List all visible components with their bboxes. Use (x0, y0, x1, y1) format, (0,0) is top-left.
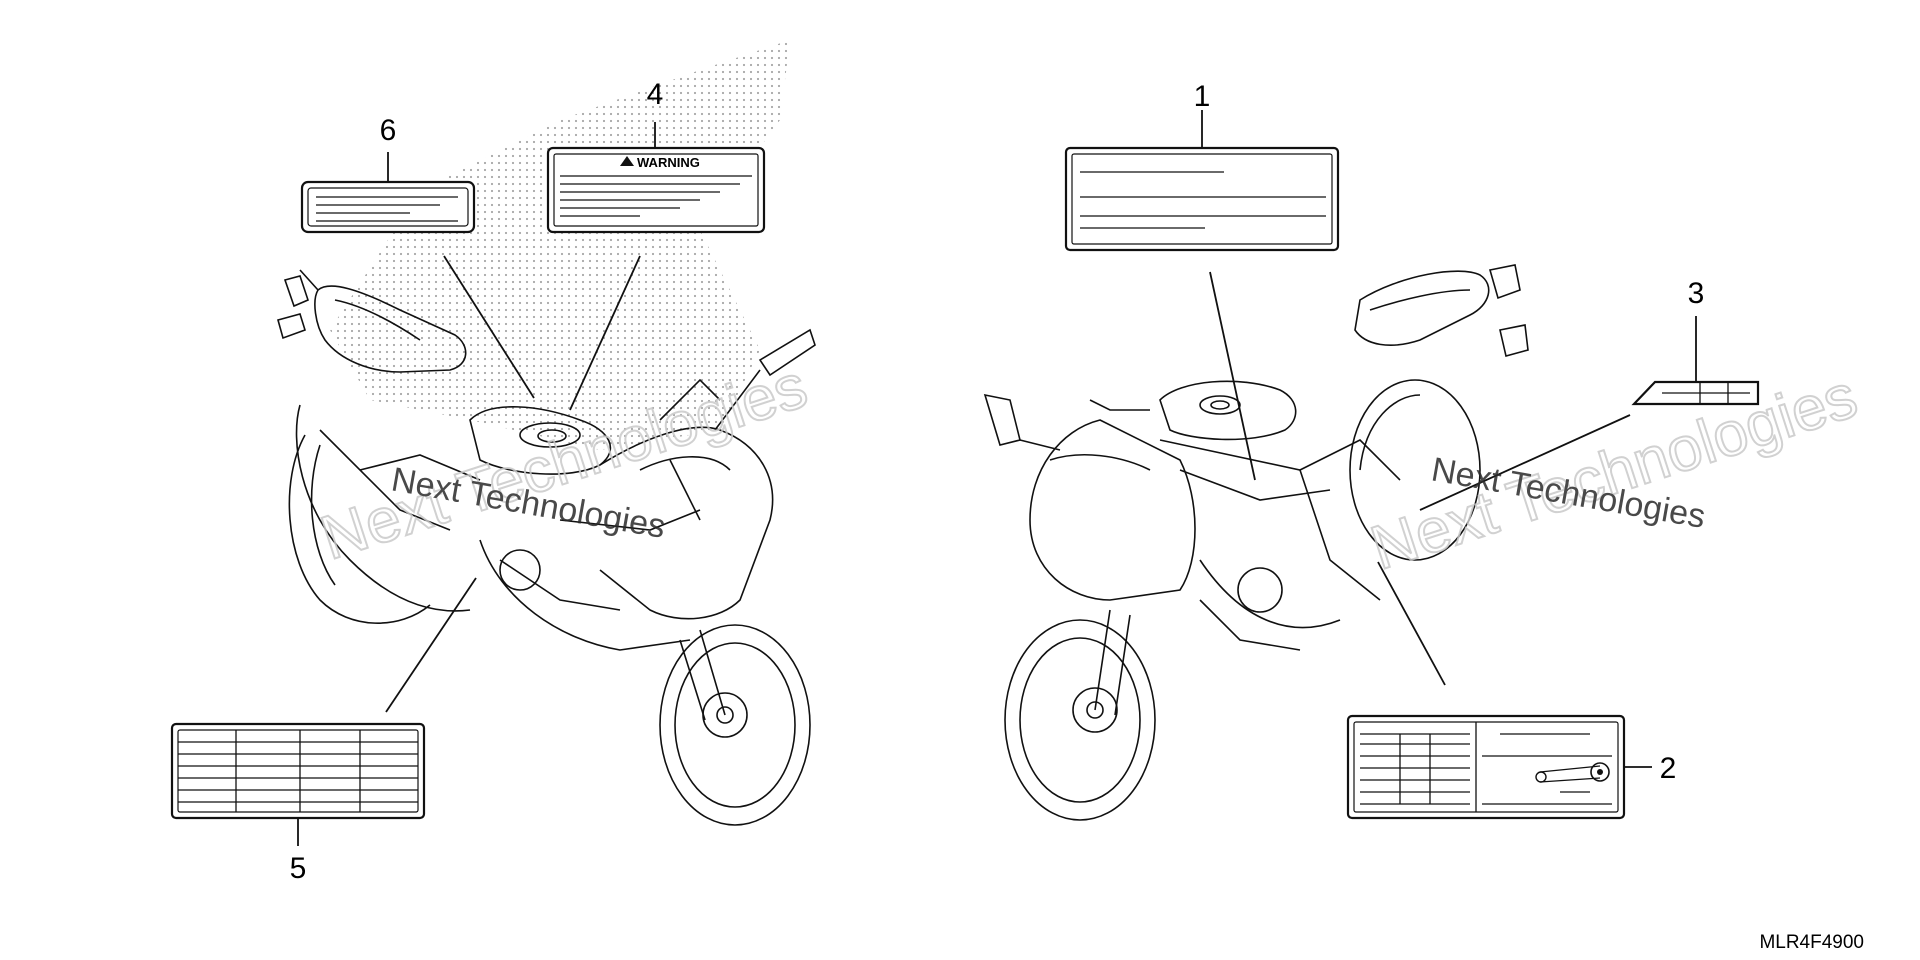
callout-5: 5 (290, 852, 307, 885)
warning-triangle-icon (620, 156, 634, 166)
label-6-caution-label[interactable] (300, 180, 476, 234)
callout-3: 3 (1688, 277, 1705, 310)
halftone-shading (330, 40, 790, 450)
chain-sprocket-icon (1535, 762, 1610, 793)
watermark-right: Next Technologies Next Technologies (1362, 360, 1866, 584)
label-2-tire-chain-label[interactable] (1346, 714, 1626, 820)
callout-4: 4 (647, 78, 664, 111)
warning-heading: WARNING (637, 155, 700, 170)
label-5-table-label[interactable] (170, 722, 426, 820)
label-3-small-label[interactable] (1631, 380, 1760, 406)
label-4-warning-label[interactable]: WARNING (546, 146, 766, 234)
callout-6: 6 (380, 114, 397, 147)
motorcycle-left-view (277, 269, 816, 826)
leader-lines (297, 110, 1697, 846)
callout-2: 2 (1660, 752, 1677, 785)
motorcycle-right-view (983, 264, 1529, 821)
diagram-code: MLR4F4900 (1759, 932, 1864, 953)
callout-1: 1 (1194, 80, 1211, 113)
label-1-information-label[interactable] (1064, 146, 1340, 252)
